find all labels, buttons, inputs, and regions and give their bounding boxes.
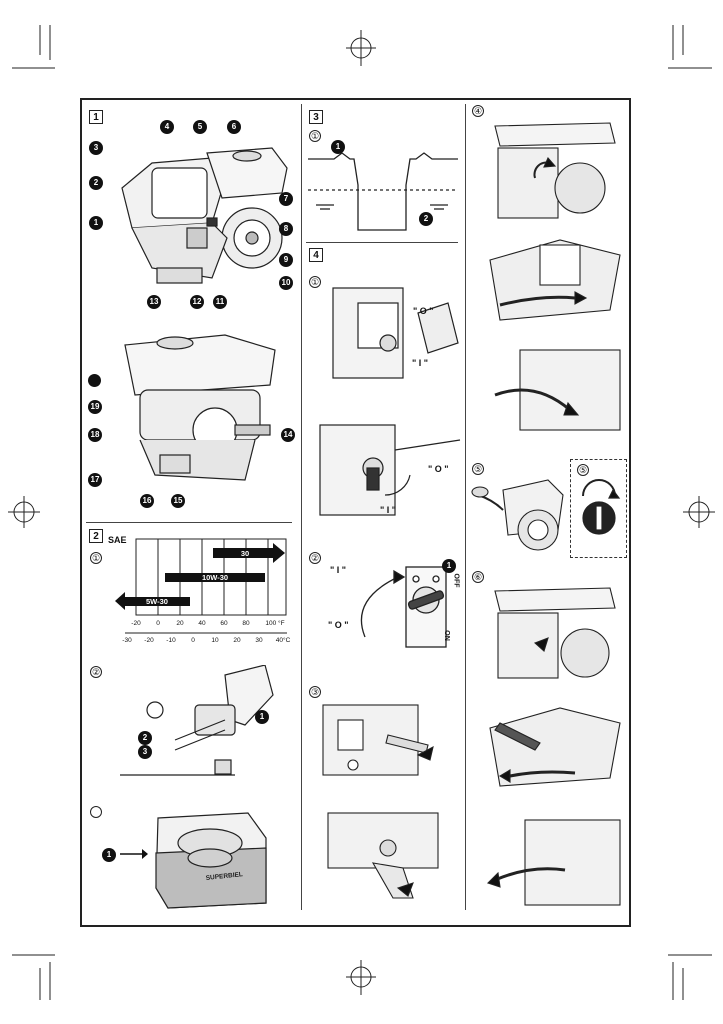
switch-callout-1: 1 [442,559,456,573]
fuel-callout-1: 1 [331,140,345,154]
f-tick-1: 0 [156,620,160,627]
recoil-starter-illustration [471,479,564,551]
arrow-to-oil-level [120,849,148,859]
c-tick-4: 10 [211,637,219,644]
section-2-badge: 2 [89,529,103,543]
step-4-4: ④ [472,105,484,117]
f-tick-0: -20 [131,620,141,627]
c-tick-0: -30 [122,637,132,644]
fuel-callout-2: 2 [419,212,433,226]
f-tick-5: 80 [242,620,250,627]
column-divider-right [465,104,466,910]
step-4-3: ③ [309,686,321,698]
throttle-illustration-1 [494,122,616,219]
section-4-badge: 4 [309,248,323,262]
callout-6: 6 [227,120,241,134]
section-3-badge: 3 [309,110,323,124]
valve-off-label-2: " O " [428,464,449,474]
callout-4: 4 [160,120,174,134]
engine-illustration-rear [124,334,276,481]
callout-5: 5 [193,120,207,134]
callout-9: 9 [279,253,293,267]
callout-blank-marker [88,374,101,387]
switch-off-label: " O " [328,620,349,630]
valve-on-label-2: " I " [380,505,397,515]
callout-17: 17 [88,473,102,487]
fuel-tank-level-illustration [308,152,458,231]
oil-grade-5w30: 5W-30 [146,597,168,606]
switch-on-text: ON [442,630,450,641]
dipstick-callout-3: 3 [138,745,152,759]
callout-1: 1 [89,216,103,230]
f-tick-2: 20 [176,620,184,627]
section-divider-3-4 [306,242,458,243]
step-4-6: ⑥ [472,571,484,583]
valve-off-label-1: " O " [413,306,434,316]
choke-open-illustration-1 [494,587,616,679]
air-cleaner-illustration: SUPERBIEL [155,812,267,909]
c-tick-5: 20 [233,637,241,644]
callout-10: 10 [279,276,293,290]
switch-off-text: OFF [452,573,460,588]
step-3-1: ① [309,130,321,142]
engine-switch-illustration [360,566,447,648]
callout-19: 19 [88,400,102,414]
f-tick-4: 60 [220,620,228,627]
step-5-right: ⑤ [577,464,589,476]
callout-8: 8 [279,222,293,236]
air-cleaner-callout-1: 1 [102,848,116,862]
oil-chart-title: SAE [108,535,127,545]
oil-grade-30: 30 [241,549,249,558]
callout-11: 11 [213,295,227,309]
valve-on-label-1: " I " [412,358,429,368]
choke-knob-inset [570,459,627,558]
choke-illustration-1 [322,704,434,776]
c-tick-6: 30 [255,637,263,644]
dipstick-callout-2: 2 [138,731,152,745]
engine-illustration-front [121,147,288,284]
f-tick-6: 100 °F [265,619,284,627]
column-divider-left [301,104,302,910]
dipstick-illustration [120,665,274,776]
throttle-illustration-2 [489,239,621,321]
callout-18: 18 [88,428,102,442]
callout-2: 2 [89,176,103,190]
step-4-1: ① [309,276,321,288]
switch-on-label: " I " [330,565,347,575]
dipstick-callout-1: 1 [255,710,269,724]
section-1-badge: 1 [89,110,103,124]
choke-open-illustration-3 [486,819,621,906]
choke-illustration-2 [327,812,439,899]
section-divider-1-2 [86,522,292,523]
step-5-left: ⑤ [472,463,484,475]
step-2-1: ① [90,552,102,564]
throttle-illustration-3 [494,349,621,431]
step-4-2: ② [309,552,321,564]
fuel-valve-illustration-2 [319,424,461,516]
c-tick-3: 0 [191,637,195,644]
oil-viscosity-chart: 30 10W-30 5W-30 -20 0 20 40 60 80 100 °F… [115,538,291,644]
c-tick-7: 40°C [276,636,291,644]
callout-13: 13 [147,295,161,309]
c-tick-1: -20 [144,637,154,644]
callout-16: 16 [140,494,154,508]
callout-7: 7 [279,192,293,206]
fuel-valve-illustration-1 [332,287,459,379]
step-2-blank [90,806,102,818]
choke-open-illustration-2 [489,707,621,787]
callout-3: 3 [89,141,103,155]
c-tick-2: -10 [166,637,176,644]
choke-knob-illustration [582,479,621,535]
callout-14: 14 [281,428,295,442]
callout-15: 15 [171,494,185,508]
step-2-2: ② [90,666,102,678]
f-tick-3: 40 [198,620,206,627]
oil-grade-10w30: 10W-30 [202,573,228,582]
callout-12: 12 [190,295,204,309]
air-cleaner-brand: SUPERBIEL [205,871,243,882]
page-frame [80,98,631,927]
